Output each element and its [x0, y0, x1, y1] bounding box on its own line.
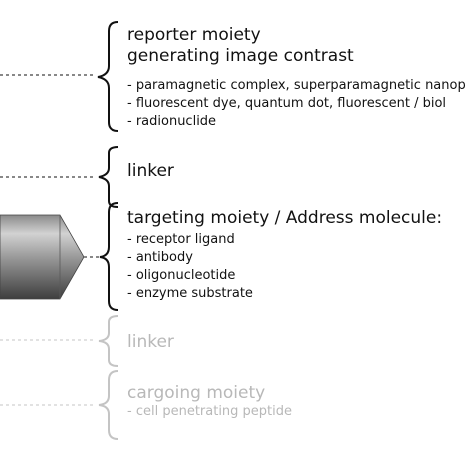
list-item: radionuclide — [127, 113, 466, 131]
list-item: fluorescent dye, quantum dot, fluorescen… — [127, 95, 466, 113]
linker-top-label: linker — [127, 161, 174, 181]
reporter-brace — [97, 21, 119, 132]
targeting-item-list: receptor ligand antibody oligonucleotide… — [127, 231, 253, 303]
reporter-heading-line2: generating image contrast — [127, 46, 354, 66]
list-item: enzyme substrate — [127, 285, 253, 303]
linker-top-brace — [98, 146, 119, 208]
reporter-heading-line1: reporter moiety — [127, 25, 261, 45]
list-item: cell penetrating peptide — [127, 403, 292, 421]
list-item: paramagnetic complex, superparamagnetic … — [127, 77, 466, 95]
cargoing-brace — [98, 370, 119, 440]
linker-bottom-label: linker — [127, 332, 174, 352]
list-item: receptor ligand — [127, 231, 253, 249]
list-item: antibody — [127, 249, 253, 267]
list-item: oligonucleotide — [127, 267, 253, 285]
targeting-brace — [99, 202, 119, 311]
probe-cylinder-shape — [0, 214, 85, 300]
targeting-heading: targeting moiety / Address molecule: — [127, 208, 443, 228]
cargoing-item-list: cell penetrating peptide — [127, 403, 292, 421]
cargoing-heading: cargoing moiety — [127, 383, 266, 403]
reporter-item-list: paramagnetic complex, superparamagnetic … — [127, 77, 466, 131]
linker-bottom-brace — [98, 315, 119, 367]
